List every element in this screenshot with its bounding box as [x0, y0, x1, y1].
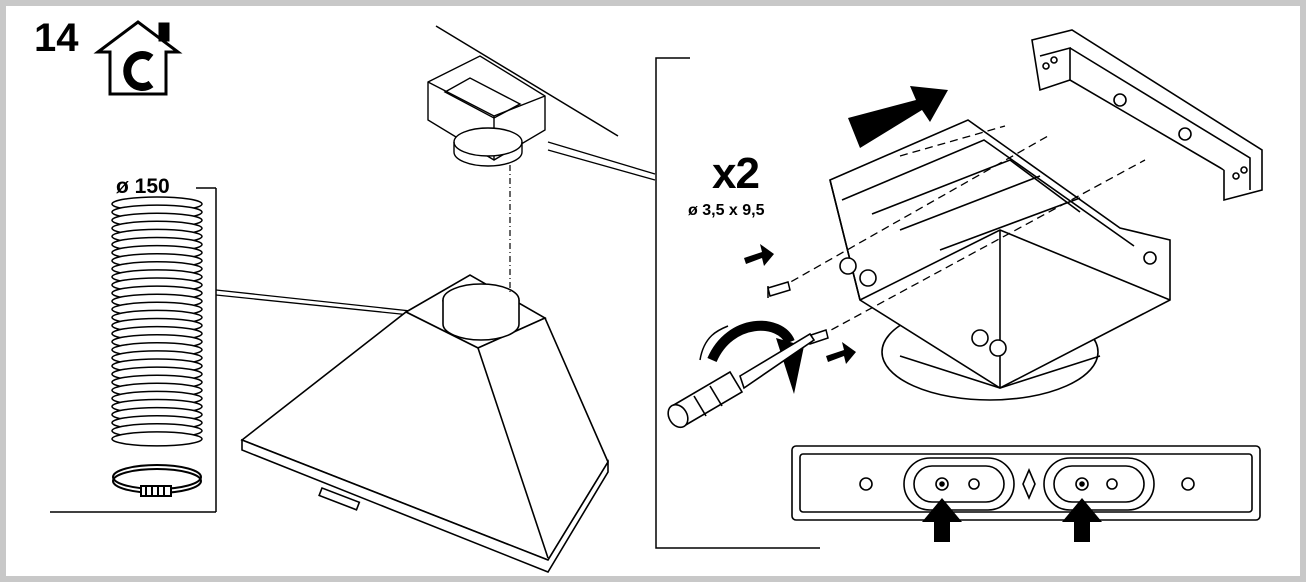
wall-bracket — [1031, 29, 1263, 202]
ceiling-adaptor-small — [427, 55, 546, 167]
screw-size-label: ø 3,5 x 9,5 — [688, 202, 765, 219]
screw-quantity-label: x2 — [712, 149, 760, 198]
direction-arrow-icon — [848, 86, 948, 148]
leader-line-hose-2 — [215, 294, 421, 317]
cooker-hood — [240, 274, 609, 573]
small-arrow-icon — [744, 244, 774, 266]
screw-paths — [779, 125, 1146, 337]
up-arrow-icon-2 — [1062, 498, 1102, 542]
screw — [767, 281, 791, 298]
hose-diameter-label: ø 150 — [116, 175, 170, 198]
hose-ring — [111, 431, 203, 447]
up-arrow-icon — [922, 498, 962, 542]
ceiling-line — [435, 25, 619, 137]
screwdriver-icon — [667, 332, 816, 429]
leader-line-zoom — [547, 141, 656, 175]
flexible-hose — [50, 187, 217, 513]
small-arrow-icon-2 — [826, 342, 856, 364]
step-number: 14 — [34, 16, 79, 60]
house-c-icon — [93, 20, 183, 96]
leader-line-hose — [215, 289, 421, 313]
ceiling-adaptor-zoom — [829, 119, 1171, 401]
leader-line-zoom-2 — [547, 149, 656, 181]
zoom-bracket — [655, 57, 820, 549]
hose-clamp — [112, 464, 202, 497]
mounting-plate-detail — [791, 445, 1261, 521]
